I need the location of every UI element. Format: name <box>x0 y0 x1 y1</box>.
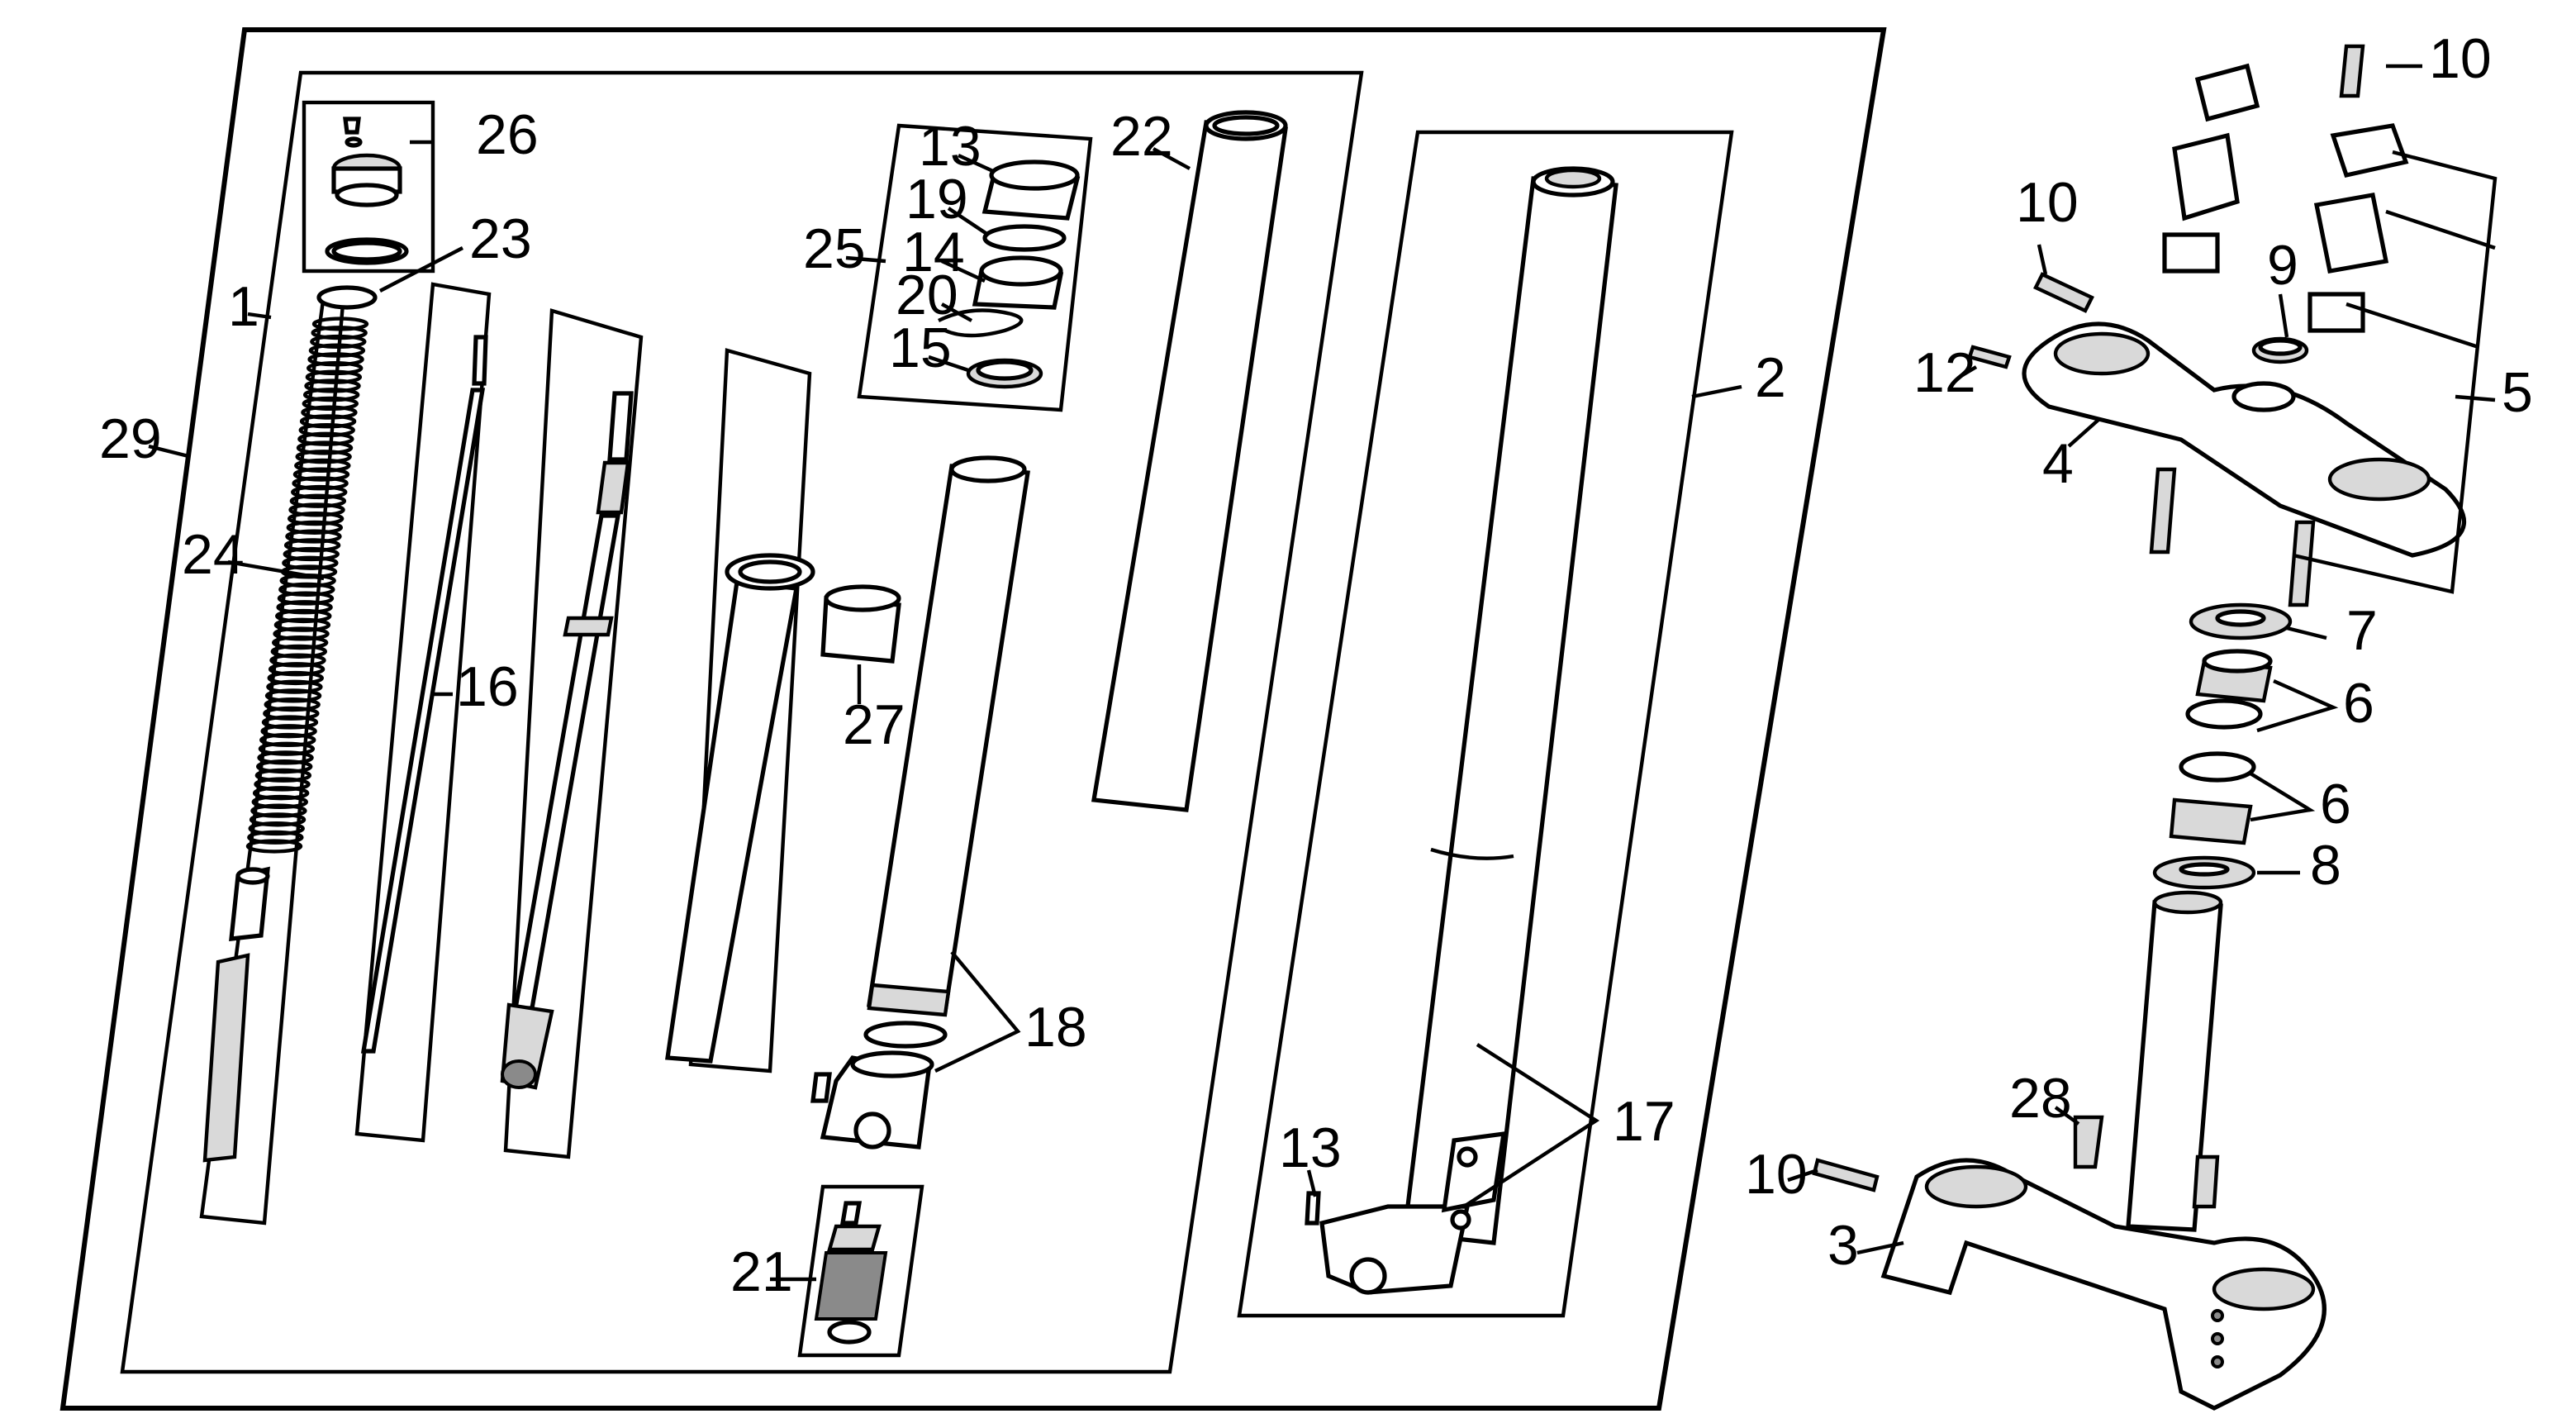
callout-26: 26 <box>476 103 539 166</box>
callout-24: 24 <box>182 523 245 586</box>
bearing-6-upper <box>2185 649 2273 730</box>
plane-cartridge <box>503 308 644 1159</box>
top-cap-26 <box>325 117 409 265</box>
rod-16 <box>360 388 486 1054</box>
callout-23: 23 <box>469 207 532 270</box>
nut-9 <box>2251 336 2309 364</box>
spacer <box>229 866 270 941</box>
callout-10-mid: 10 <box>2016 171 2079 234</box>
callout-28: 28 <box>2009 1067 2072 1130</box>
callout-1: 1 <box>228 275 259 338</box>
callout-4: 4 <box>2042 432 2074 495</box>
callout-3: 3 <box>1827 1214 1859 1277</box>
washer-7 <box>2189 602 2293 640</box>
callout-29: 29 <box>99 407 162 470</box>
damper-tube <box>665 553 815 1064</box>
bolt-4b <box>2288 520 2316 607</box>
outer-frame-fork-assembly <box>59 27 1887 1411</box>
cartridge-rod <box>500 391 634 1090</box>
callout-14: 14 <box>902 221 965 283</box>
callout-25: 25 <box>803 217 866 280</box>
spring-24 <box>245 317 369 854</box>
bolt-stem-right <box>2192 1154 2220 1209</box>
bolt-4a <box>2149 467 2177 555</box>
callout-9: 9 <box>2267 234 2298 297</box>
box-valve-21 <box>797 1184 924 1358</box>
bolt-12 <box>1967 345 2012 369</box>
callout-16: 16 <box>456 655 519 718</box>
callout-15: 15 <box>889 317 952 379</box>
steering-stem <box>2126 890 2223 1232</box>
callout-13-top: 13 <box>919 115 981 178</box>
callout-12: 12 <box>1913 341 1976 404</box>
rod-end <box>472 335 488 386</box>
box-bushings-25 <box>857 123 1093 412</box>
fork-leg-2 <box>1319 166 1618 1295</box>
circlip-20 <box>938 308 1024 338</box>
washer-23 <box>316 285 378 310</box>
bushing-27 <box>820 584 901 664</box>
bearing-6-lower <box>2169 751 2256 845</box>
bushing-13 <box>981 159 1081 221</box>
callout-10-top: 10 <box>2429 27 2492 90</box>
callout-6-lower: 6 <box>2320 773 2351 835</box>
callout-6-upper: 6 <box>2343 672 2374 735</box>
ring-19 <box>982 224 1067 252</box>
outer-tube-22 <box>1091 110 1288 812</box>
inner-frame-right-leg <box>1237 130 1734 1318</box>
callout-2: 2 <box>1755 346 1786 409</box>
callout-20: 20 <box>896 264 958 326</box>
callout-10-left: 10 <box>1745 1143 1808 1206</box>
callout-8: 8 <box>2310 834 2341 897</box>
callout-17: 17 <box>1613 1090 1675 1153</box>
inner-frame-left-leg <box>120 70 1364 1374</box>
inner-tube-18 <box>867 455 1030 1017</box>
callout-27: 27 <box>843 693 905 756</box>
spring-guide <box>202 953 250 1163</box>
callout-13-bottom: 13 <box>1279 1116 1342 1179</box>
bolt-28 <box>2073 1115 2104 1169</box>
seal-ring-18 <box>863 1021 948 1049</box>
bolt-10-mid <box>2033 272 2094 313</box>
bolt-10-left <box>1812 1158 1880 1192</box>
callout-21: 21 <box>730 1240 793 1303</box>
valve-21 <box>814 1201 888 1345</box>
callout-18: 18 <box>1024 996 1087 1059</box>
seal-15 <box>966 358 1043 389</box>
plane-rod-16 <box>354 282 492 1143</box>
leader-lines <box>148 64 2498 1282</box>
callout-19: 19 <box>905 168 968 231</box>
callout-22: 22 <box>1110 105 1173 168</box>
callout-7: 7 <box>2346 599 2378 662</box>
bushing-14 <box>972 255 1064 310</box>
bolt-10-top <box>2339 44 2365 98</box>
axle-foot-18 <box>810 1050 934 1150</box>
screw-13-bottom <box>1305 1191 1321 1226</box>
handlebar-clamps <box>2162 63 2409 333</box>
top-triple-clamp-4 <box>2022 321 2467 558</box>
callout-5: 5 <box>2502 361 2533 424</box>
box-top-cap-26 <box>302 100 435 274</box>
washer-8 <box>2152 855 2256 890</box>
bottom-triple-clamp-3 <box>1880 1158 2326 1411</box>
